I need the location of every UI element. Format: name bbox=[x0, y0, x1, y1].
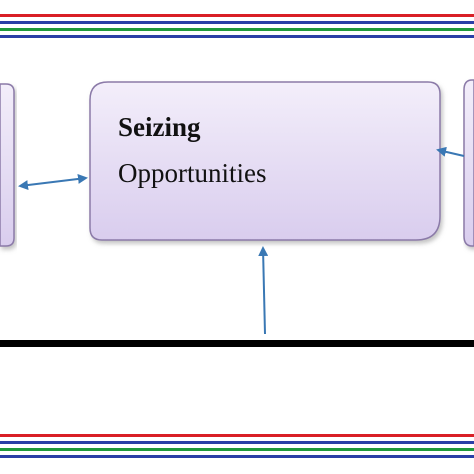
node-title-line1: Seizing bbox=[118, 112, 201, 142]
top-stripe-green bbox=[0, 28, 474, 31]
bottom-border-stripes bbox=[0, 434, 474, 458]
node-box bbox=[89, 81, 441, 241]
bottom-stripe-red bbox=[0, 434, 474, 437]
node-title-line2: Opportunities bbox=[118, 158, 267, 188]
top-stripe-blue bbox=[0, 21, 474, 24]
top-stripe-blue-2 bbox=[0, 35, 474, 38]
top-stripe-red bbox=[0, 14, 474, 17]
arrow-from-baseline bbox=[258, 246, 269, 335]
bidirectional-arrow-left bbox=[18, 173, 88, 191]
node-seizing-opportunities: Seizing Opportunities bbox=[89, 81, 441, 241]
right-node-partial bbox=[463, 79, 474, 247]
bottom-stripe-blue-2 bbox=[0, 455, 474, 458]
top-border-stripes bbox=[0, 14, 474, 38]
left-node-partial bbox=[0, 83, 15, 247]
bottom-stripe-green bbox=[0, 448, 474, 451]
arrow-from-right-node bbox=[436, 146, 465, 157]
baseline-bar bbox=[0, 340, 474, 347]
bottom-stripe-blue bbox=[0, 441, 474, 444]
